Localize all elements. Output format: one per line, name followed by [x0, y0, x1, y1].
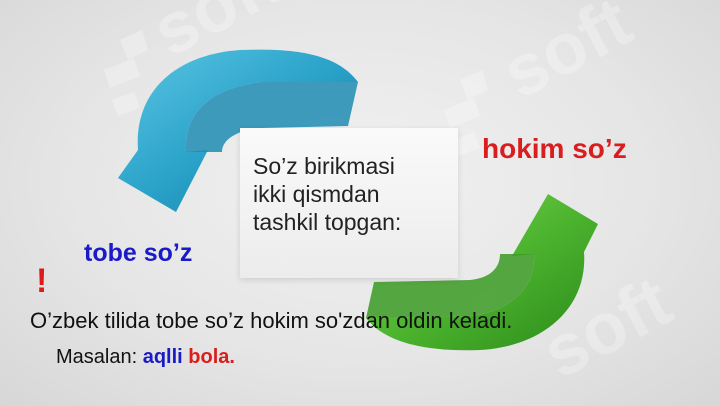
definition-line-2: ikki qismdan	[253, 181, 380, 207]
definition-box	[240, 128, 458, 278]
tobe-label: tobe so’z	[84, 239, 193, 267]
curved-arrow-blue-icon	[118, 49, 358, 213]
definition-text: So’z birikmasi ikki qismdan tashkil topg…	[253, 152, 453, 236]
example-line: Masalan: aqlli bola.	[56, 346, 235, 369]
exclamation-icon: !	[36, 262, 48, 300]
rule-text: O’zbek tilida tobe so’z hokim so'zdan ol…	[30, 308, 513, 333]
hokim-label: hokim so’z	[482, 133, 627, 164]
definition-line-3: tashkil topgan:	[253, 209, 402, 235]
example-head-word: bola.	[188, 346, 235, 368]
curved-arrow-green-icon	[366, 194, 598, 351]
example-dependent-word: aqlli	[142, 346, 183, 368]
example-prefix: Masalan:	[56, 346, 138, 368]
svg-text:soft: soft	[490, 0, 644, 114]
definition-line-1: So’z birikmasi	[253, 153, 395, 179]
